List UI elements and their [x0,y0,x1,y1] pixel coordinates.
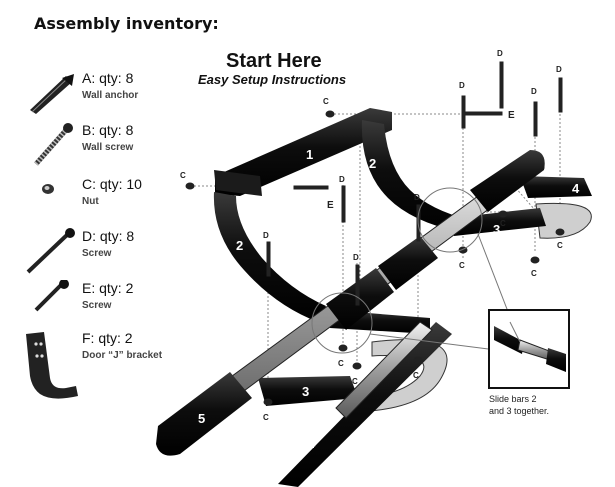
inset-caption: Slide bars 2 and 3 together. [489,393,599,417]
inventory-qty-d: D: qty: 8 [82,228,135,244]
inventory-qty-a: A: qty: 8 [82,70,134,86]
hw-label-c: C [323,97,329,106]
inset-detail-box [488,309,570,389]
short-screw-icon [34,280,69,312]
hw-label-d: D [339,175,345,184]
hw-label-d: D [263,231,269,240]
wall-screw-icon [34,123,73,166]
nut-icon [42,184,54,194]
inventory-qty-b: B: qty: 8 [82,122,134,138]
inventory-name-e: Screw [82,300,112,311]
inventory-name-d: Screw [82,248,112,259]
part-label-5: 5 [198,411,205,426]
inventory-qty-e: E: qty: 2 [82,280,134,296]
inventory-item-f: F: qty: 2 Door “J” bracket [22,330,222,399]
hw-label-c: C [557,241,563,250]
hw-label-c: C [263,413,269,422]
part-labels: 1 2 2 3 3 4 4 5 [198,147,580,451]
part-label-3-lower: 3 [302,384,309,399]
wall-anchor-icon [30,74,74,114]
inventory-name-a: Wall anchor [82,90,139,101]
hw-label-e: E [508,110,515,121]
hw-label-c: C [459,261,465,270]
inset-caption-line-2: and 3 together. [489,406,550,416]
inventory-name-c: Nut [82,196,99,207]
inventory-item-b: B: qty: 8 Wall screw [22,122,222,170]
inventory-qty-c: C: qty: 10 [82,176,142,192]
part-label-2-right: 2 [369,156,376,171]
inventory-title: Assembly inventory: [34,14,219,33]
part-label-3-right: 3 [493,222,500,237]
lower-bar-4 [278,321,452,487]
hw-label-c: C [352,377,358,386]
hw-label-c: C [531,269,537,278]
hw-label-d: D [556,65,562,74]
hw-label-d: D [414,193,420,202]
inventory-name-f: Door “J” bracket [82,350,163,361]
inventory-qty-f: F: qty: 2 [82,330,133,346]
lower-bar-3 [258,376,358,406]
long-screw-icon [26,228,75,274]
part-label-4-right: 4 [572,181,580,196]
hw-label-d: D [497,49,503,58]
hw-label-c: C [180,171,186,180]
hw-label-e: E [327,200,334,211]
inventory-item-c: C: qty: 10 Nut [22,176,222,224]
inset-caption-line-1: Slide bars 2 [489,394,537,404]
inventory-name-b: Wall screw [82,142,134,153]
door-j-bracket-icon [26,332,78,399]
hw-label-c: C [338,359,344,368]
part-label-2-left: 2 [236,238,243,253]
page-title: Start Here [226,50,322,72]
hw-label-c: C [413,371,419,380]
hw-label-c: C [500,219,506,228]
inventory-item-a: A: qty: 8 Wall anchor [22,70,222,118]
hw-label-d: D [531,87,537,96]
hardware-labels: C C D D D D D D D D E E C C C C C C C C [180,49,563,422]
hw-label-d: D [459,81,465,90]
inventory-item-e: E: qty: 2 Screw [22,280,222,328]
part-label-1: 1 [306,147,313,162]
hw-label-d: D [353,253,359,262]
inventory-item-d: D: qty: 8 Screw [22,228,222,276]
part-label-4-lower: 4 [308,436,316,451]
page-subtitle: Easy Setup Instructions [198,72,347,87]
